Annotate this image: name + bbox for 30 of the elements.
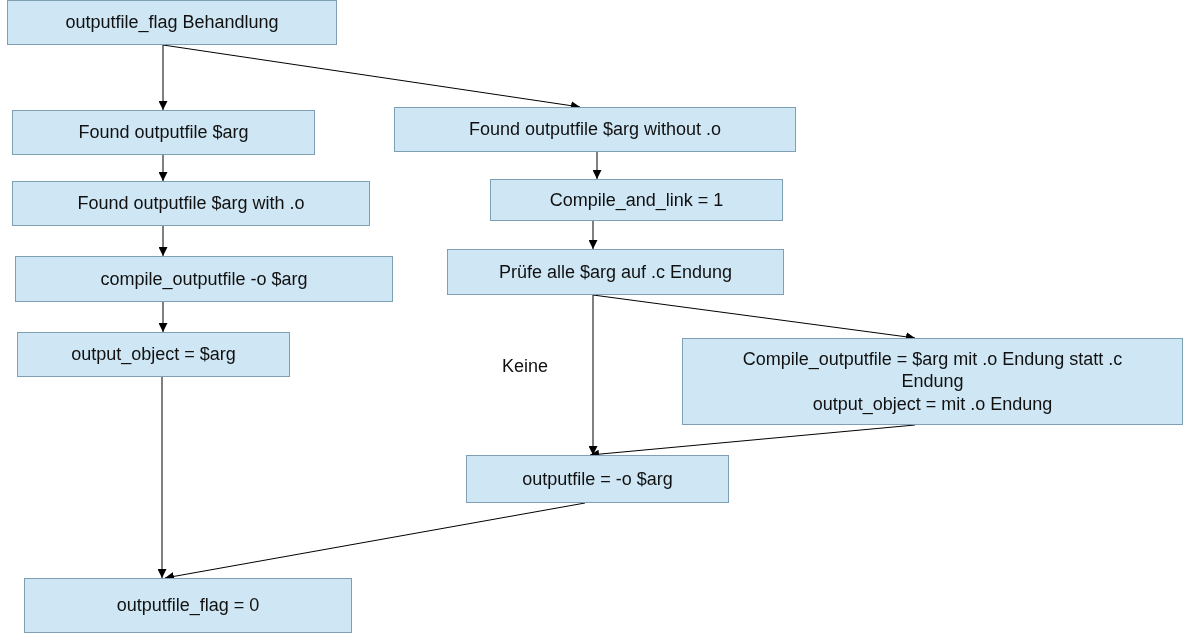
arrow xyxy=(588,294,598,456)
process-box xyxy=(394,107,796,152)
process-box xyxy=(490,179,783,221)
box-text: Prüfe alle $arg auf .c Endung xyxy=(498,260,733,284)
arrow xyxy=(158,225,168,257)
box-text: Compile_and_link = 1 xyxy=(549,188,724,212)
process-box xyxy=(466,455,729,503)
process-box xyxy=(682,338,1183,425)
process-box xyxy=(447,249,784,295)
box-text: Found outputfile $arg xyxy=(78,121,249,144)
process-box xyxy=(7,0,337,45)
process-box xyxy=(12,181,370,226)
box-text: compile_outputfile -o $arg xyxy=(100,267,308,291)
box-text: Found outputfile $arg without .o xyxy=(468,118,722,141)
box-text: output_object = mit .o Endung xyxy=(812,392,1053,416)
arrow xyxy=(158,154,168,182)
arrow xyxy=(158,301,168,333)
box-text: outputfile_flag Behandlung xyxy=(65,11,279,34)
arrow xyxy=(158,44,168,111)
process-box xyxy=(12,110,315,155)
arrow xyxy=(588,220,598,250)
process-box xyxy=(15,256,393,302)
box-text: outputfile_flag = 0 xyxy=(116,594,260,617)
process-box xyxy=(17,332,290,377)
box-text: output_object = $arg xyxy=(71,343,236,366)
arrow xyxy=(592,151,602,180)
process-box xyxy=(24,578,352,633)
box-text: Found outputfile $arg with .o xyxy=(77,192,305,215)
box-text: outputfile = -o $arg xyxy=(522,467,673,491)
arrow xyxy=(157,376,167,579)
